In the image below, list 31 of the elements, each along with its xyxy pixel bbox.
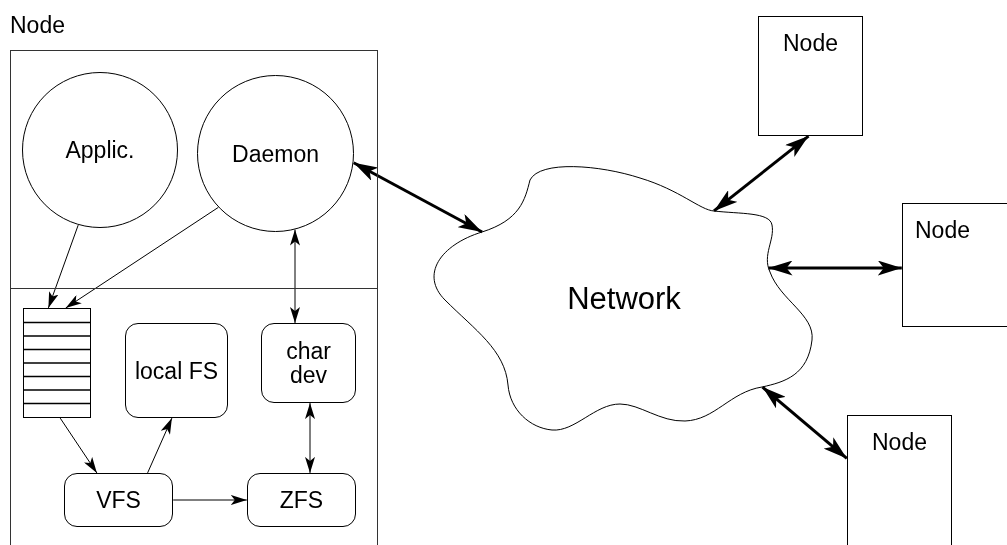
arrow (172, 495, 248, 505)
node-label: Daemon (231, 141, 320, 166)
arrow (47, 224, 79, 309)
double-arrow (353, 161, 483, 234)
module-box (64, 473, 173, 527)
node-label: Node (871, 430, 928, 455)
node-label: Node (10, 13, 65, 38)
node-box (758, 16, 863, 136)
arrow (147, 417, 173, 474)
module-box (247, 473, 356, 527)
double-arrow (768, 260, 902, 276)
node-label: ZFS (278, 487, 325, 513)
double-arrow (713, 134, 810, 213)
node-box (902, 203, 1007, 327)
network-cloud (433, 165, 815, 432)
double-arrow (305, 402, 315, 474)
module-box (261, 323, 356, 403)
double-arrow (761, 385, 848, 460)
arrow (59, 417, 98, 474)
arrow (65, 206, 219, 309)
node-box (847, 415, 952, 545)
node-label: Network (566, 282, 682, 315)
node-label: char dev (285, 338, 332, 388)
module-box (125, 323, 228, 418)
double-arrow (290, 229, 300, 324)
node-label: Applic. (64, 137, 136, 163)
node-label: Node (915, 218, 970, 243)
node-label: VFS (95, 487, 142, 513)
node-label: Node (782, 31, 839, 56)
node-label: local FS (133, 358, 220, 383)
queue-stack (23, 308, 91, 418)
